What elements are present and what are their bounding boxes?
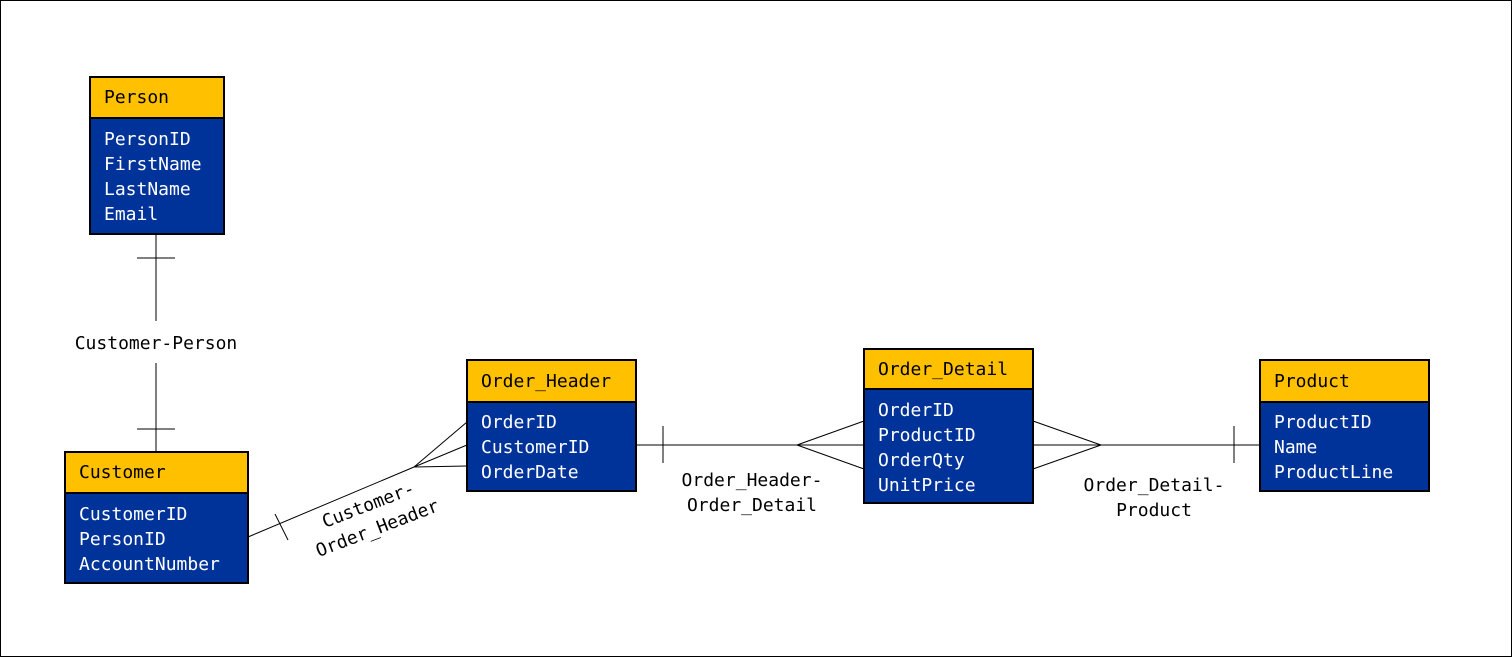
entity-customer: Customer CustomerID PersonID AccountNumb… [64,451,249,584]
attribute-person-firstname: FirstName [104,154,202,175]
attribute-order-detail-unitprice: UnitPrice [878,475,976,496]
entity-product: Product ProductID Name ProductLine [1259,359,1430,492]
attribute-customer-accountnumber: AccountNumber [79,554,220,575]
attribute-order-header-orderdate: OrderDate [481,462,579,483]
order-header-order-detail-crowfoot-bottom [796,444,865,470]
relationship-label-customer-person-line1: Customer-Person [74,333,238,354]
entity-order-header-header: Order_Header [468,361,635,403]
attribute-person-email: Email [104,204,159,225]
entity-product-header: Product [1261,361,1428,403]
entity-customer-attributes: CustomerID PersonID AccountNumber [66,494,247,577]
customer-order-header-crowfoot-bottom [413,465,468,468]
order-detail-product-crowfoot-bottom [1032,444,1102,470]
relationship-label-order-detail-product-line1: Order_Detail- [1083,475,1225,496]
order-header-order-detail-crowfoot-top [796,420,865,446]
attribute-order-header-orderid: OrderID [481,412,557,433]
relationship-label-order-header-order-detail-line1: Order_Header- [681,470,823,491]
entity-product-attributes: ProductID Name ProductLine [1261,403,1428,485]
entity-order-header: Order_Header OrderID CustomerID OrderDat… [466,359,637,492]
entity-person-attributes: PersonID FirstName LastName Email [91,119,223,227]
entity-order-detail: Order_Detail OrderID ProductID OrderQty … [863,348,1034,504]
entity-customer-header: Customer [66,453,247,494]
customer-order-header-crowfoot-top [413,421,468,468]
relationship-label-order-detail-product-line2: Product [1116,500,1192,521]
attribute-order-detail-orderid: OrderID [878,400,954,421]
entity-person-header: Person [91,78,223,119]
entity-person: Person PersonID FirstName LastName Email [89,76,225,235]
attribute-order-header-customerid: CustomerID [481,437,590,458]
entity-order-detail-header: Order_Detail [865,350,1032,390]
attribute-customer-personid: PersonID [79,529,166,550]
entity-order-header-attributes: OrderID CustomerID OrderDate [468,403,635,485]
relationship-label-order-detail-product: Order_Detail- Product [1069,473,1239,523]
attribute-person-personid: PersonID [104,129,191,150]
attribute-product-productline: ProductLine [1274,462,1394,483]
attribute-product-name: Name [1274,437,1318,458]
order-detail-product-crowfoot-top [1032,420,1102,446]
attribute-order-detail-orderqty: OrderQty [878,450,965,471]
customer-order-header-line [247,466,415,538]
attribute-order-detail-productid: ProductID [878,425,976,446]
entity-order-detail-attributes: OrderID ProductID OrderQty UnitPrice [865,390,1032,498]
relationship-label-order-header-order-detail: Order_Header- Order_Detail [667,468,837,518]
attribute-product-productid: ProductID [1274,412,1372,433]
relationship-label-customer-person: Customer-Person [56,331,256,356]
customer-order-header-one-mark [274,513,289,541]
relationship-label-order-header-order-detail-line2: Order_Detail [686,495,818,516]
attribute-person-lastname: LastName [104,179,191,200]
attribute-customer-customerid: CustomerID [79,504,188,525]
customer-order-header-crowfoot-mid [413,444,468,468]
